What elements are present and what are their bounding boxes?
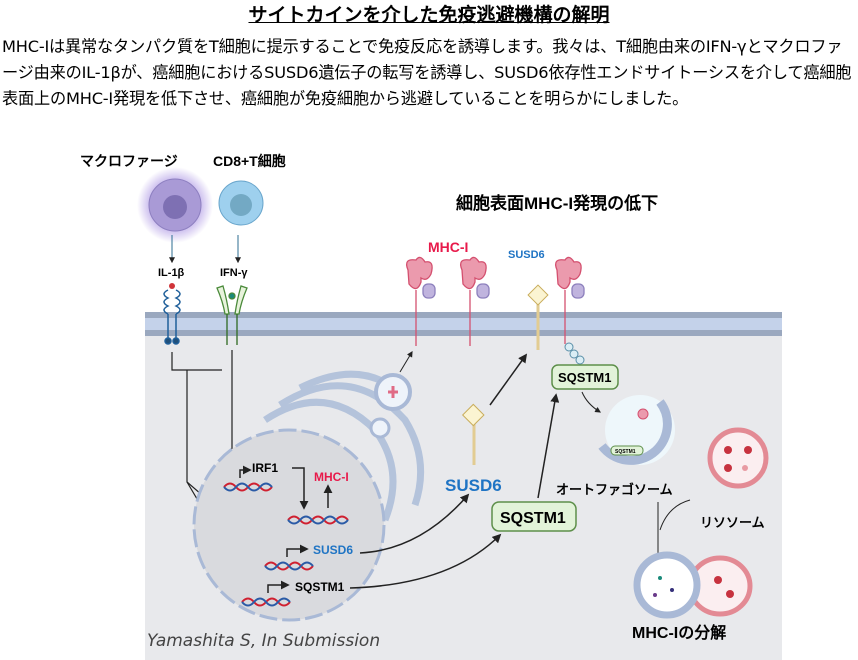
lysosome-label: リソソーム bbox=[700, 515, 765, 530]
sqstm1-surface-box bbox=[551, 364, 619, 390]
autophagosome-icon: SQSTM1 bbox=[598, 395, 675, 465]
susd6-gene-label: SUSD6 bbox=[313, 543, 353, 557]
ifn-receptor-icon bbox=[216, 285, 248, 345]
sqstm1-cyto-box bbox=[491, 501, 577, 532]
macrophage-label: マクロファージ bbox=[80, 153, 178, 169]
susd6-cyto-icon bbox=[461, 403, 485, 427]
macrophage-nucleus bbox=[163, 195, 187, 219]
il1-receptor-icon bbox=[163, 283, 181, 345]
mhc-molecule bbox=[554, 256, 585, 344]
transport-vesicles bbox=[369, 373, 412, 439]
susd6-surface-label: SUSD6 bbox=[508, 249, 545, 261]
autophagosome-sqstm1-label: SQSTM1 bbox=[615, 449, 636, 455]
title-text: サイトカインを介した免疫逃避機構の解明 bbox=[248, 4, 610, 26]
cytokine-release-icons bbox=[169, 235, 241, 264]
description-paragraph: MHC-Iは異常なタンパク質をT細胞に提示することで免疫反応を誘導します。我々は… bbox=[2, 37, 852, 108]
sqstm1-gene-label: SQSTM1 bbox=[295, 580, 345, 594]
t-cell-nucleus bbox=[230, 194, 252, 216]
citation: Yamashita S, In Submission bbox=[147, 631, 380, 651]
tcell-label: CD8+T細胞 bbox=[213, 153, 286, 169]
autolysosome-icon bbox=[633, 551, 753, 619]
mhc-gene-label: MHC-I bbox=[314, 470, 349, 484]
autophagosome-label: オートファゴソーム bbox=[556, 482, 673, 497]
degradation-label: MHC-Iの分解 bbox=[632, 623, 726, 642]
dna-icons bbox=[223, 482, 349, 607]
il1b-label: IL-1β bbox=[158, 267, 185, 279]
vesicle-arrow bbox=[399, 350, 413, 373]
ubiquitin-chain bbox=[564, 342, 585, 365]
mhc-molecule bbox=[459, 256, 490, 346]
mhc-molecule bbox=[405, 256, 436, 346]
sqstm1-cyto-label: SQSTM1 bbox=[500, 510, 566, 527]
transcription-arrows bbox=[239, 353, 560, 593]
nucleus bbox=[192, 428, 386, 622]
mhc-i-molecules bbox=[405, 256, 585, 346]
sqstm1-surface-label: SQSTM1 bbox=[558, 370, 611, 385]
irf1-gene-label: IRF1 bbox=[252, 461, 278, 475]
susd6-surface-icon bbox=[527, 284, 549, 306]
autophagy-arrow bbox=[581, 391, 602, 413]
cell-membrane bbox=[145, 312, 782, 336]
page-title: サイトカインを介した免疫逃避機構の解明 bbox=[0, 0, 858, 27]
ifng-label: IFN-γ bbox=[220, 267, 248, 279]
lysosome-icon bbox=[707, 427, 769, 489]
surface-title: 細胞表面MHC-I発現の低下 bbox=[456, 193, 658, 213]
mhc-surface-label: MHC-I bbox=[428, 239, 468, 255]
susd6-cyto-label: SUSD6 bbox=[445, 476, 502, 495]
